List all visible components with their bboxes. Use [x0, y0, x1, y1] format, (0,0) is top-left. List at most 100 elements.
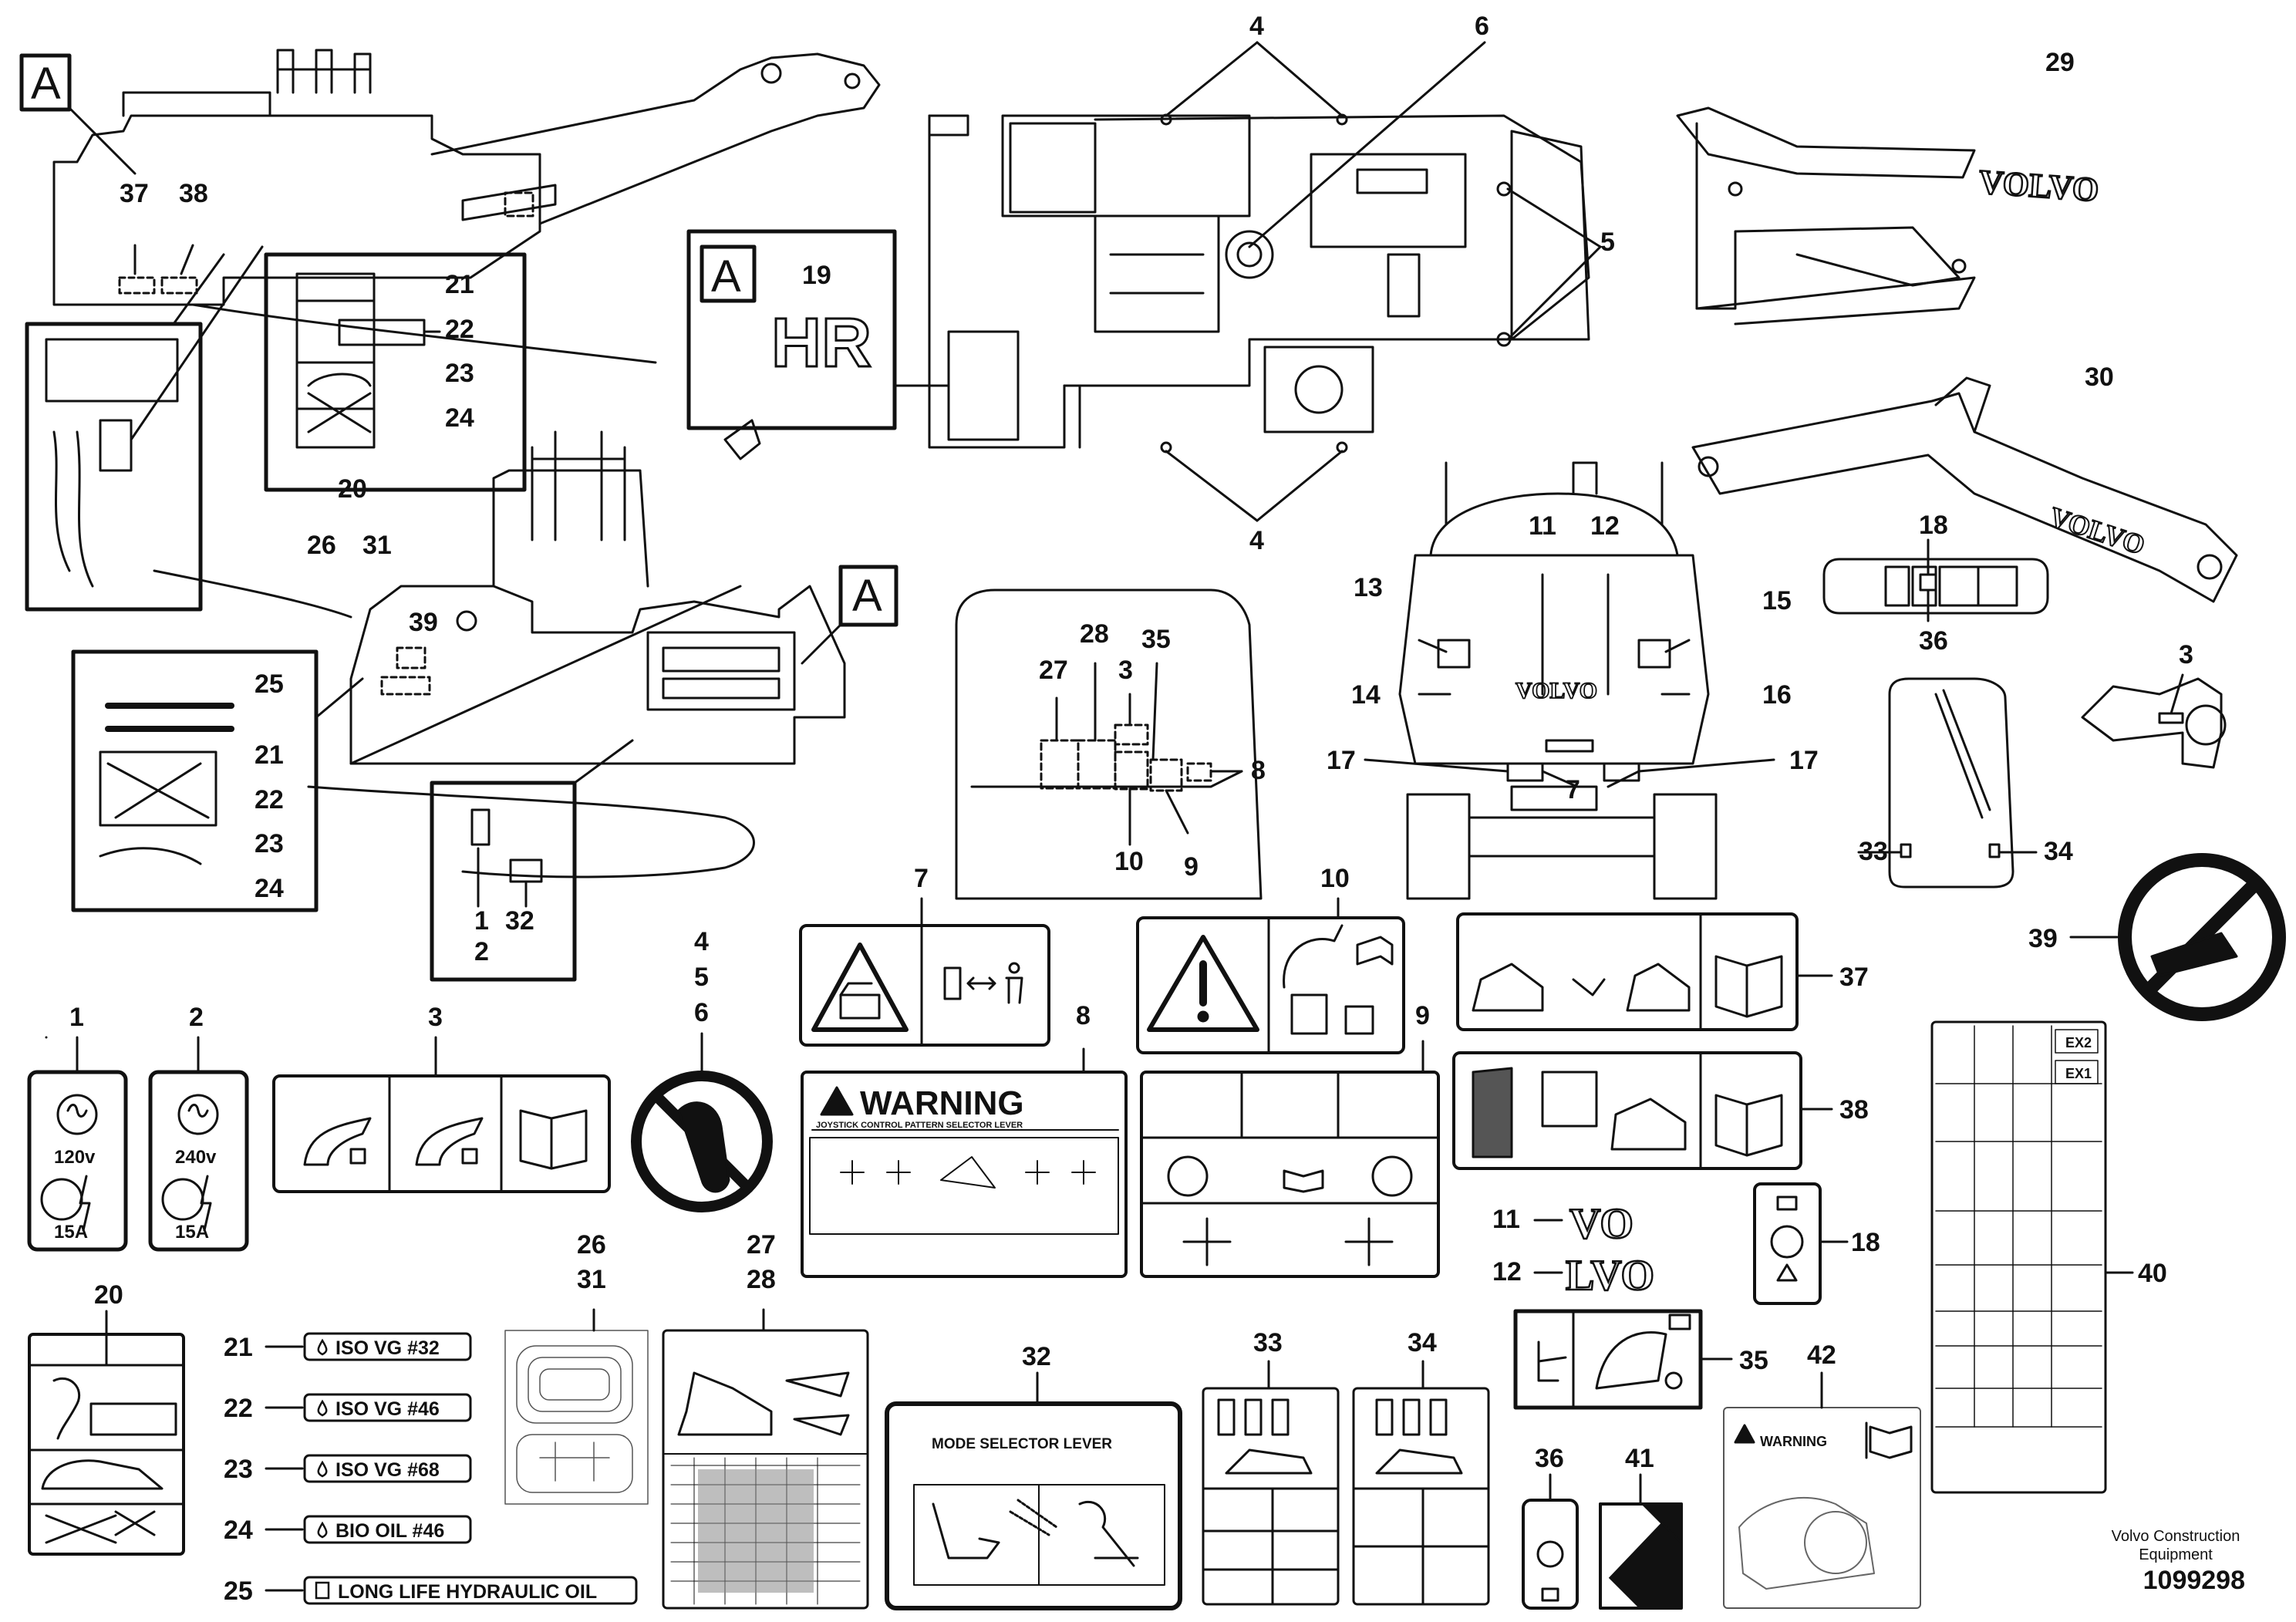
callout-39: 39 [2028, 924, 2058, 953]
callout-36-top: 36 [1919, 626, 1948, 656]
callout-24-b: 24 [255, 874, 284, 903]
callout-6: 6 [694, 998, 709, 1027]
callout-27-cab: 27 [1039, 656, 1068, 685]
callout-numbers: 4 6 5 4 29 30 18 36 3 11 12 13 15 14 16 … [69, 12, 2193, 1606]
warning-title-8: WARNING [860, 1084, 1024, 1122]
reflector-decal-41 [1599, 1473, 1683, 1610]
callout-38: 38 [1839, 1095, 1869, 1125]
socket-120-amps: 15A [54, 1222, 88, 1243]
boom-30 [1691, 376, 2238, 603]
cab-decal-35 [1513, 1309, 1733, 1410]
callout-1-b: 1 [474, 906, 489, 936]
callout-7-front: 7 [1566, 775, 1580, 804]
oil-label-24: BIO OIL #46 [335, 1520, 444, 1542]
callout-21-a: 21 [445, 270, 474, 299]
callout-20: 20 [94, 1280, 123, 1310]
callout-16: 16 [1762, 680, 1792, 710]
callout-2-b: 2 [474, 937, 489, 966]
oil-label-21: ISO VG #32 [335, 1337, 440, 1359]
lifting-chart-decal-27-28 [662, 1308, 869, 1610]
callout-9: 9 [1415, 1001, 1430, 1030]
callout-5: 5 [694, 963, 709, 992]
callout-4-bottom: 4 [1249, 526, 1264, 555]
callout-7: 7 [914, 864, 929, 893]
callout-34: 34 [1408, 1328, 1437, 1357]
oil-label-boxes [265, 1332, 638, 1605]
callout-9-cab: 9 [1184, 852, 1199, 882]
callout-25-b: 25 [255, 669, 284, 699]
callout-17-right: 17 [1789, 746, 1819, 775]
quick-coupler-decal-3 [272, 1036, 611, 1193]
volvo-logo-boom-30: VOLVO [2046, 501, 2149, 561]
callout-31: 31 [577, 1265, 606, 1294]
panel-decal-18-36 [1822, 538, 2049, 622]
callout-26-mid: 26 [307, 531, 336, 560]
callout-8: 8 [1076, 1001, 1091, 1030]
detail-decal-20-24 [264, 252, 527, 492]
fuse-label-ex2: EX2 [2065, 1035, 2092, 1050]
fuse-chart-decal-40 [1930, 1020, 2134, 1494]
callout-40: 40 [2138, 1259, 2167, 1288]
boom-warning-decal-37 [1456, 912, 1833, 1031]
callout-36: 36 [1535, 1444, 1564, 1473]
callout-31-mid: 31 [362, 531, 392, 560]
callout-33-window: 33 [1859, 837, 1888, 866]
callout-21: 21 [224, 1333, 253, 1362]
callout-4-top: 4 [1249, 12, 1264, 41]
socket-240-amps: 15A [175, 1222, 209, 1243]
cab-side-view [955, 588, 1263, 900]
joystick-heading: JOYSTICK CONTROL PATTERN SELECTOR LEVER [816, 1121, 1023, 1130]
callout-32: 32 [1022, 1342, 1051, 1371]
logo-piece-vo: VO [1569, 1200, 1633, 1248]
callout-10: 10 [1320, 864, 1350, 893]
callout-20-a: 20 [338, 474, 367, 504]
callout-6-top: 6 [1475, 12, 1489, 41]
quick-coupler-3 [2081, 673, 2227, 769]
callout-18-top: 18 [1919, 511, 1948, 540]
callout-22: 22 [224, 1394, 253, 1423]
callout-12: 12 [1492, 1257, 1522, 1286]
socket-decal-120v [27, 1036, 128, 1252]
detail-view-a-hr [686, 229, 897, 430]
callout-23-b: 23 [255, 829, 284, 858]
callout-3: 3 [428, 1003, 443, 1032]
socket-240-voltage: 240v [175, 1147, 217, 1168]
callout-30: 30 [2085, 363, 2114, 392]
window-decals-33-34 [1857, 677, 2038, 889]
callout-32-b: 32 [505, 906, 534, 936]
callout-34-window: 34 [2044, 837, 2073, 866]
callout-1: 1 [69, 1003, 84, 1032]
callout-11: 11 [1492, 1205, 1520, 1234]
drawing-number: 1099298 [2143, 1566, 2245, 1595]
callout-35: 35 [1739, 1346, 1768, 1375]
view-tag-a-top-left [19, 53, 137, 175]
excavator-front-view [1364, 461, 1775, 900]
callout-24: 24 [224, 1516, 253, 1545]
switch-decal-36 [1522, 1473, 1579, 1610]
callout-8-cab: 8 [1251, 756, 1266, 785]
callout-29: 29 [2045, 48, 2075, 77]
callout-15: 15 [1762, 586, 1792, 615]
callout-11-top: 11 [1529, 511, 1556, 541]
hr-label: HR [771, 305, 872, 382]
tipping-warning-decal-38 [1452, 1051, 1833, 1170]
oil-label-25: LONG LIFE HYDRAULIC OIL [338, 1581, 597, 1603]
warning-decal-10 [1136, 897, 1405, 1054]
decal-text: A A A HR VOLVO VOLVO VOLVO VO LVO 120v 1… [31, 59, 2149, 1603]
excavator-side-view-top [52, 49, 881, 364]
callout-2: 2 [189, 1003, 204, 1032]
callout-25: 25 [224, 1576, 253, 1606]
callout-4: 4 [694, 927, 709, 956]
warning-title-42: WARNING [1760, 1434, 1827, 1449]
detail-decal-25 [71, 649, 364, 912]
oil-drop-icons [315, 1338, 330, 1600]
callout-28-cab: 28 [1080, 619, 1109, 649]
volvo-logo-front: VOLVO [1515, 678, 1597, 703]
callout-13: 13 [1354, 573, 1383, 602]
company-caption: Volvo Construction Equipment [2111, 1528, 2240, 1563]
mode-selector-decal-32 [885, 1371, 1182, 1610]
lever-decal-34 [1352, 1360, 1490, 1606]
callout-19: 19 [802, 261, 831, 290]
excavator-top-view [893, 113, 1590, 454]
oil-decal-20 [28, 1310, 185, 1556]
